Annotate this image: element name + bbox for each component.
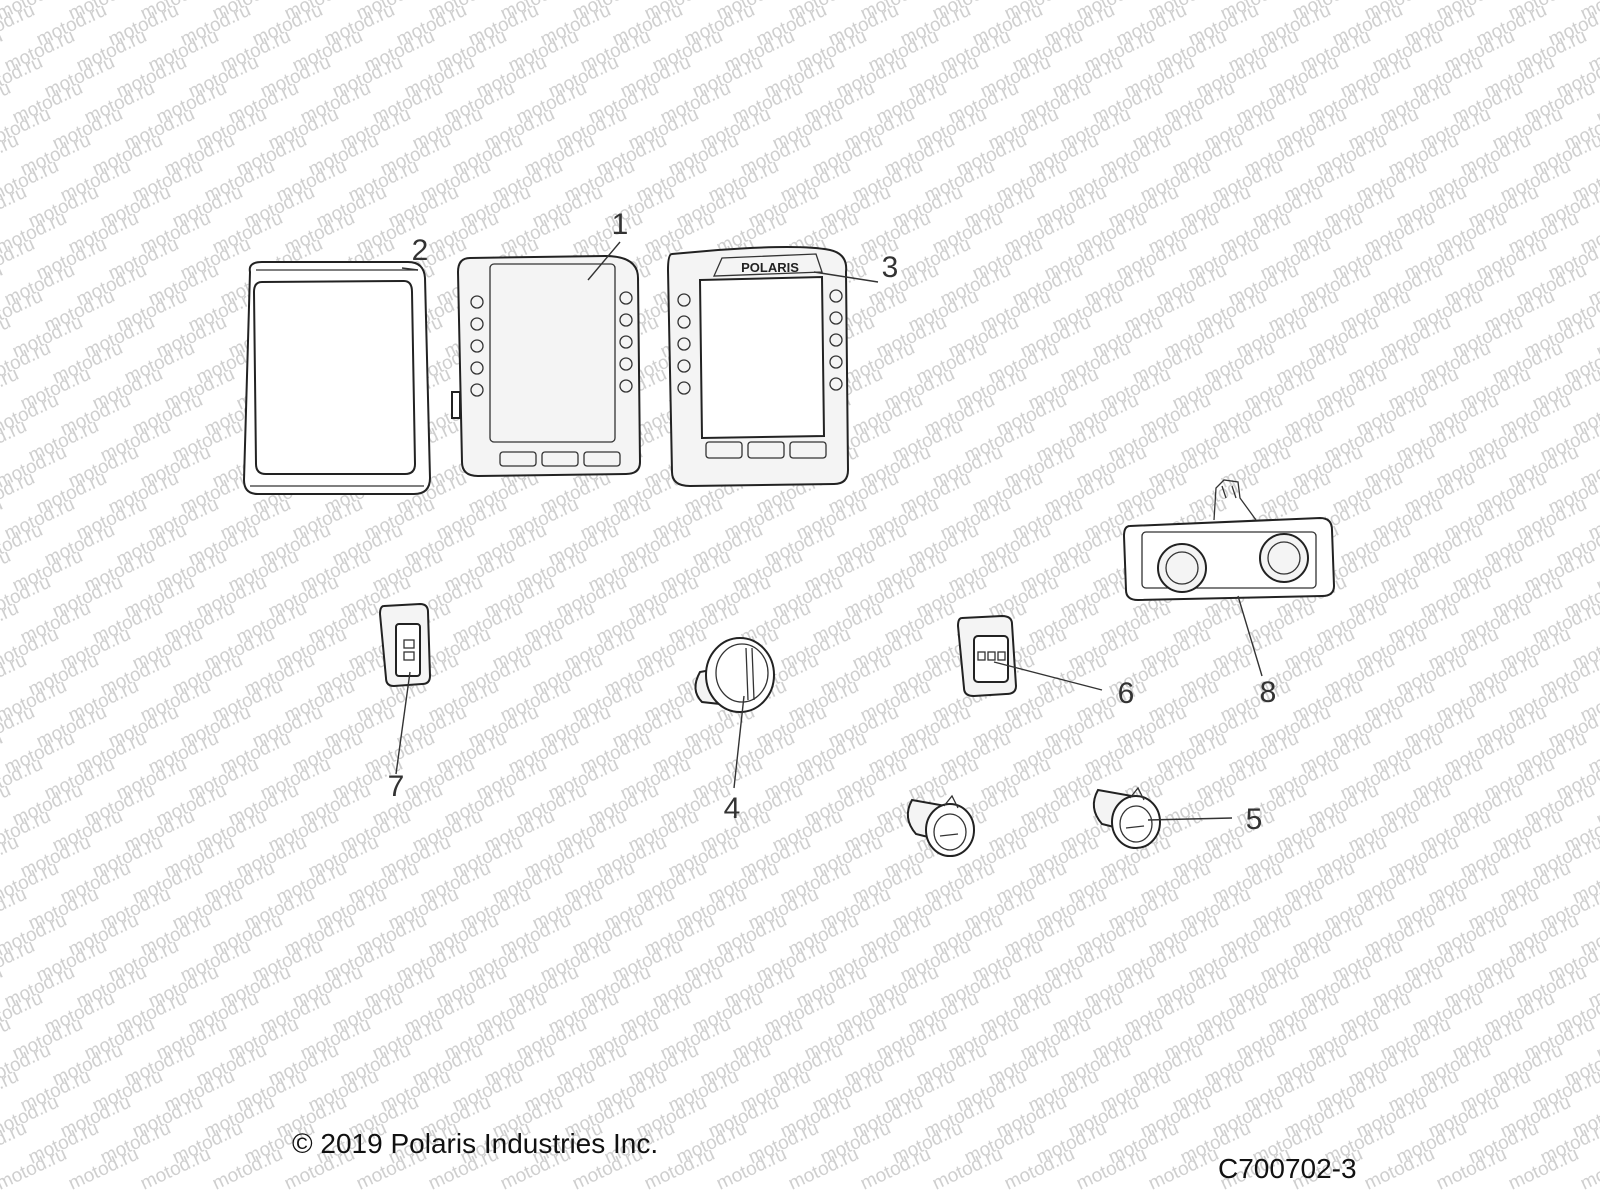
part-1-display-unit (451, 254, 642, 478)
watermark-text: motod.ru (1577, 0, 1600, 25)
brand-logo: POLARIS (741, 260, 799, 275)
copyright-text: © 2019 Polaris Industries Inc. (292, 1128, 659, 1159)
callout-1: 1 (612, 208, 629, 241)
callout-6: 6 (1118, 677, 1135, 710)
callout-4: 4 (724, 792, 741, 825)
part-6-switch (956, 614, 1018, 698)
part-7-rocker-switch (378, 602, 432, 688)
callout-2: 2 (412, 234, 429, 267)
callout-3: 3 (882, 251, 899, 284)
callout-8: 8 (1260, 676, 1277, 709)
callout-5: 5 (1246, 803, 1263, 836)
part-2-bezel-frame (242, 261, 432, 495)
part-3-display-bezel: POLARIS (666, 246, 850, 488)
part-4-round-knob (694, 637, 775, 713)
figure-code: C700702-3 (1218, 1153, 1357, 1184)
callout-7: 7 (388, 770, 405, 803)
